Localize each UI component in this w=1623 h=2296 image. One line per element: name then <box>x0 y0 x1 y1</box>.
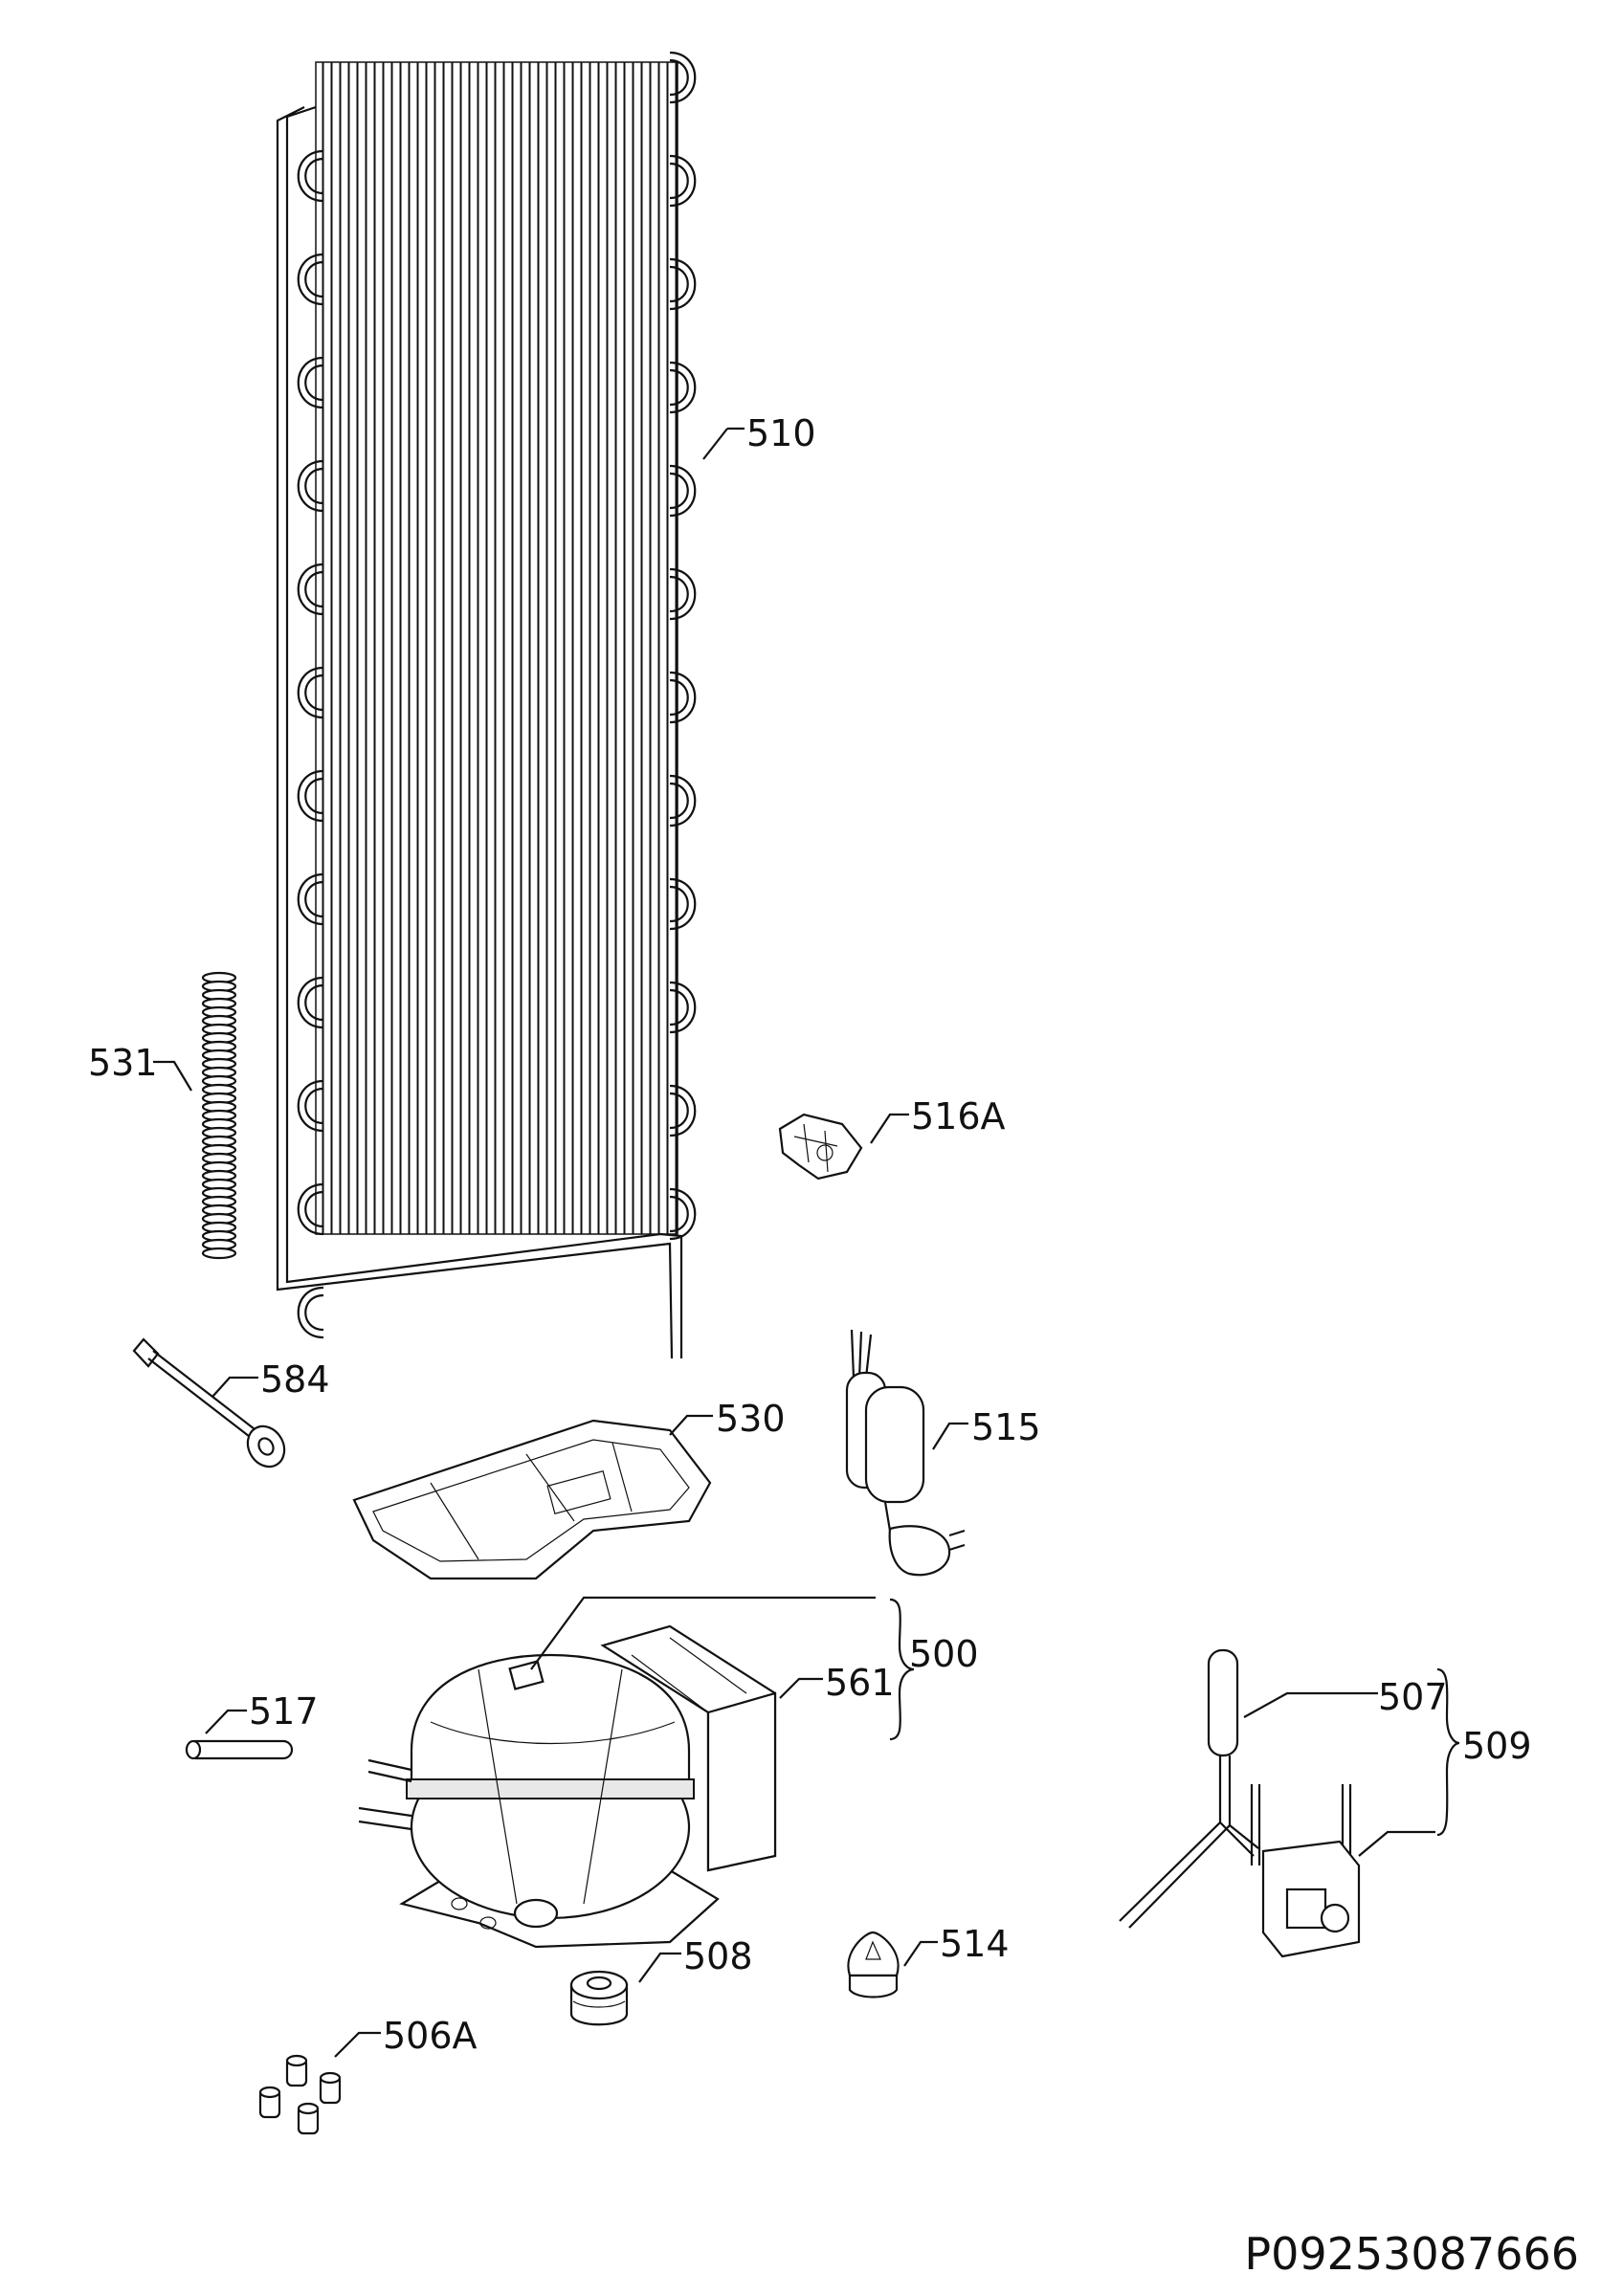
drip-tray <box>352 1419 712 1580</box>
callout-515: 515 <box>971 1406 1041 1448</box>
cap <box>847 1931 900 1998</box>
condenser-frame <box>276 105 683 1359</box>
callout-509: 509 <box>1462 1725 1532 1767</box>
callout-516a: 516A <box>911 1095 1006 1137</box>
callout-584: 584 <box>260 1358 330 1401</box>
condenser-coil <box>297 51 697 1339</box>
compressor <box>358 1653 720 1949</box>
callout-506a: 506A <box>383 2015 478 2057</box>
connector-tube <box>185 1739 294 1760</box>
condenser-fins <box>315 61 678 1235</box>
relay-cover <box>600 1624 777 1872</box>
callout-508: 508 <box>683 1935 753 1977</box>
clip <box>778 1113 863 1181</box>
probe <box>132 1337 286 1468</box>
grommet <box>569 1970 629 2026</box>
spring-tube <box>201 971 237 1260</box>
filter-drier <box>1119 1648 1361 1958</box>
callout-500: 500 <box>909 1633 979 1675</box>
document-part-number: P09253087666 <box>1244 2228 1579 2280</box>
heater <box>845 1329 966 1577</box>
callout-561: 561 <box>825 1662 895 1704</box>
callout-530: 530 <box>716 1398 786 1440</box>
callout-514: 514 <box>940 1923 1010 1965</box>
sleeves <box>258 2054 342 2135</box>
callout-531: 531 <box>88 1042 158 1084</box>
callout-510: 510 <box>746 412 816 454</box>
callout-517: 517 <box>249 1690 319 1733</box>
callout-507: 507 <box>1378 1676 1448 1718</box>
condenser <box>276 51 697 1359</box>
